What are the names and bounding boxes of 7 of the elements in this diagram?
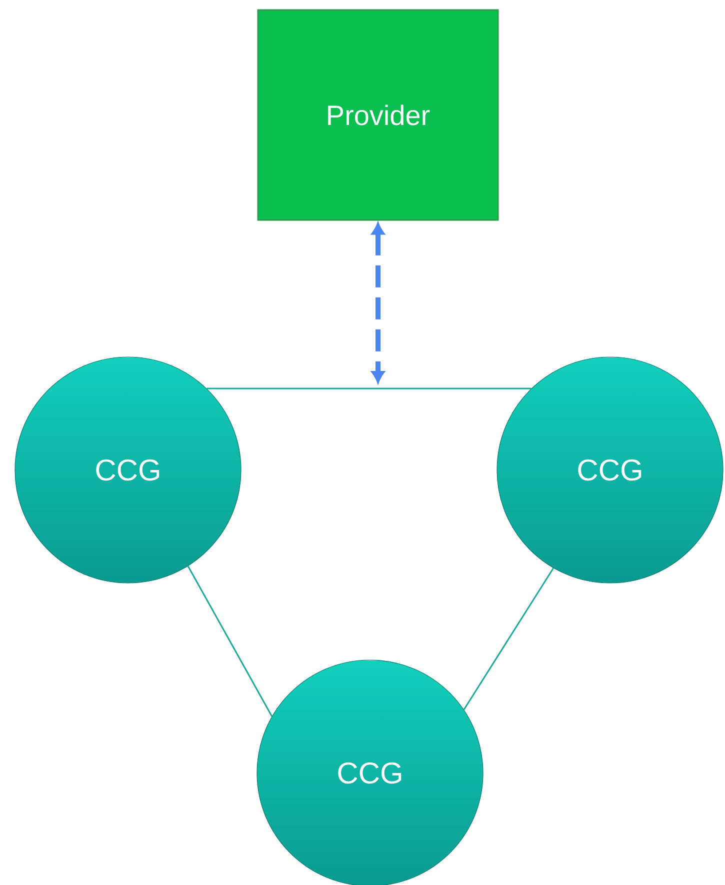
connector-line [187,566,273,717]
connector-line [206,388,532,390]
double-arrow [372,223,384,382]
provider-box: Provider [257,9,499,221]
circle-node: CCG [496,356,724,584]
connector-line [463,568,554,710]
circle-node: CCG [14,356,242,584]
